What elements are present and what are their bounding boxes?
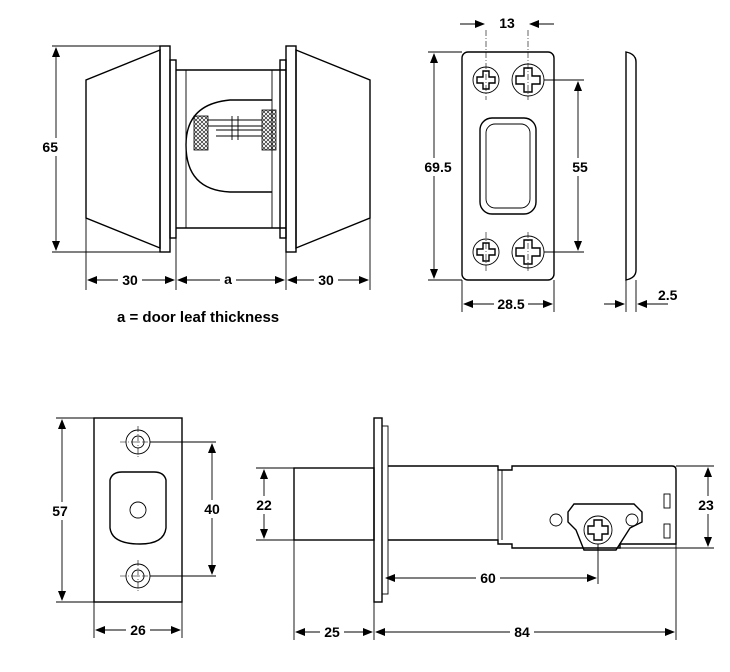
left-knob	[85, 48, 161, 250]
ext-bottom-latch	[293, 540, 677, 640]
strike-plate-view: 13 69.5 55 28.5 2.5	[418, 15, 678, 312]
ext-55	[544, 79, 584, 253]
bolt	[293, 467, 375, 541]
dim-2-5: 2.5	[658, 287, 678, 303]
dim-bg-30-left	[118, 272, 142, 288]
dim-55: 55	[572, 159, 588, 175]
ext-57	[56, 417, 94, 603]
dim-bg-25	[320, 624, 344, 640]
dim-40: 40	[204, 501, 220, 517]
latch-tab-top	[663, 493, 671, 509]
deadbolt-side-view: 65 30 a 30 a = door leaf thickness	[42, 45, 371, 326]
faceplate-bolt-opening	[109, 471, 167, 545]
latch-spindle-cross	[583, 515, 613, 545]
dim-69-5: 69.5	[424, 159, 451, 175]
dim-bg-a	[220, 272, 236, 288]
latch-slot-left	[549, 513, 563, 527]
dim-22: 22	[256, 497, 272, 513]
dim-bg-57	[50, 502, 74, 520]
dim-23: 23	[698, 497, 714, 513]
latch-slot-right	[625, 513, 639, 527]
dim-a: a	[224, 271, 232, 287]
dim-bg-60	[476, 570, 500, 586]
dim-bg-30-right	[314, 272, 338, 288]
strike-plate-outline	[461, 51, 555, 281]
dim-bg-55	[568, 158, 592, 176]
dim-84: 84	[514, 624, 530, 640]
dim-bg-40	[200, 500, 224, 518]
dim-bg-23	[694, 496, 722, 514]
tailpiece	[208, 116, 262, 140]
dim-bg-84	[510, 624, 534, 640]
latch-housing	[388, 465, 677, 549]
faceplate-centerlines	[120, 426, 156, 592]
faceplate-view: 57 40 26	[50, 417, 224, 638]
ext-65	[52, 45, 160, 253]
dim-60: 60	[480, 570, 496, 586]
latch-side-view: 22 60 23 25 84	[252, 417, 722, 640]
cam-hatch-right	[261, 109, 277, 151]
latch-cam	[567, 503, 643, 551]
strike-plate-profile	[625, 51, 637, 281]
cam-hatch-left	[193, 115, 209, 151]
dim-28-5: 28.5	[497, 296, 524, 312]
ext-40	[150, 441, 216, 577]
ext-26	[93, 602, 183, 638]
latch-tab-bottom	[663, 523, 671, 539]
right-knob	[295, 48, 371, 250]
right-rose	[285, 45, 297, 253]
dim-25: 25	[324, 624, 340, 640]
ext-23	[620, 465, 714, 549]
ext-2-5	[625, 280, 637, 312]
dim-bg-65	[44, 138, 68, 156]
body-outline	[176, 69, 286, 229]
dim-57: 57	[52, 503, 68, 519]
ext-28-5	[461, 280, 555, 312]
dim-30-right: 30	[318, 272, 334, 288]
latch-faceplate-lip	[381, 425, 389, 595]
dim-65: 65	[42, 139, 58, 155]
ext-22	[256, 467, 294, 541]
ext-69-5	[428, 51, 462, 281]
door-thickness-caption: a = door leaf thickness	[117, 309, 279, 326]
dim-13: 13	[499, 15, 515, 31]
left-rose-inner	[169, 59, 177, 239]
dim-26: 26	[130, 622, 146, 638]
latch-housing-joint	[497, 470, 503, 540]
dim-30-left: 30	[122, 272, 138, 288]
dim-bg-69-5	[418, 158, 458, 176]
faceplate-bolt-center	[129, 501, 147, 519]
ext-bottom	[85, 218, 371, 290]
latch-faceplate-edge	[373, 417, 383, 603]
dim-bg-22	[252, 496, 276, 514]
cam-housing	[185, 99, 272, 193]
dim-bg-28-5	[494, 296, 528, 312]
strike-plate-bolt-hole-inner	[485, 123, 531, 209]
faceplate-outline	[93, 417, 183, 603]
left-rose	[159, 45, 171, 253]
strike-plate-bolt-hole	[479, 117, 537, 215]
strike-centerlines	[485, 30, 529, 272]
dim-bg-26	[126, 622, 150, 638]
right-rose-inner	[279, 59, 287, 239]
